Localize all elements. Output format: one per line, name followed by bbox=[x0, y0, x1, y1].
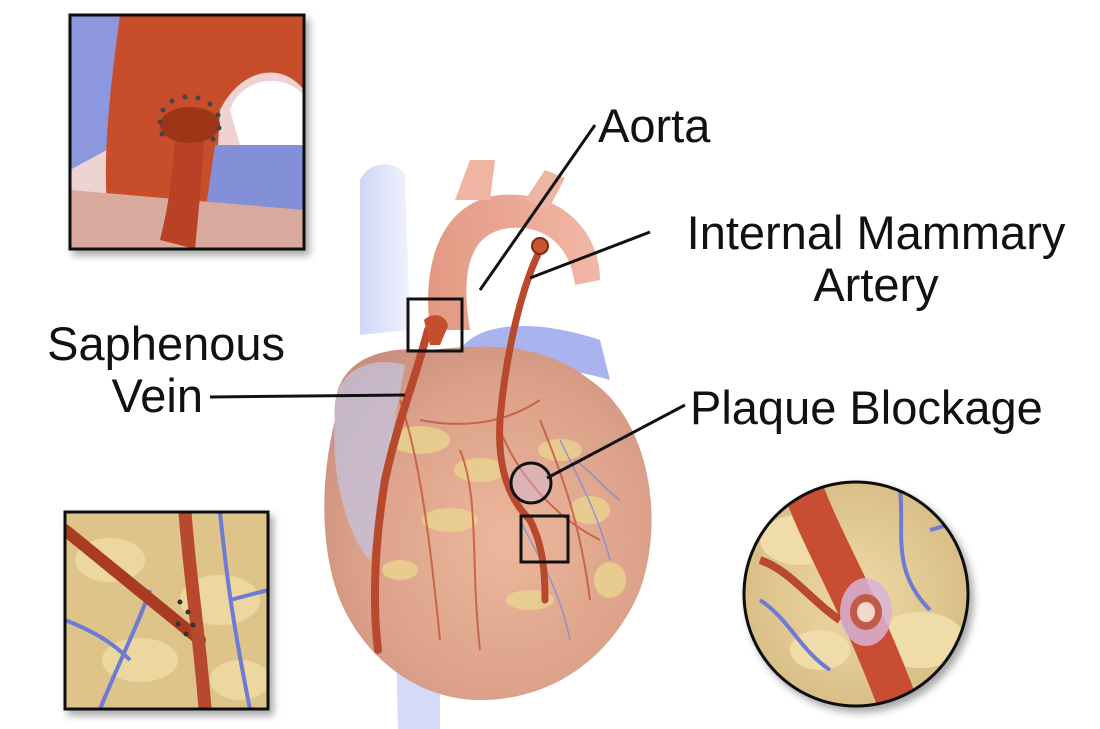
aorta-label: Aorta bbox=[598, 100, 710, 152]
saphenous-label-line1: Saphenous bbox=[0, 318, 285, 370]
plaque-blockage-label: Plaque Blockage bbox=[690, 382, 1043, 434]
inset-graft-anastomosis-aorta bbox=[70, 15, 304, 249]
internal-mammary-label-line2: Artery bbox=[656, 259, 1096, 311]
saphenous-label-line2: Vein bbox=[0, 370, 285, 422]
inset-bypass-graft-coronary bbox=[65, 512, 270, 709]
internal-mammary-label-line1: Internal Mammary bbox=[656, 207, 1096, 259]
saphenous-vein-label: Saphenous Vein bbox=[0, 318, 285, 422]
heart-main bbox=[324, 160, 651, 729]
inset-plaque-blockage bbox=[744, 480, 968, 710]
internal-mammary-artery-label: Internal Mammary Artery bbox=[656, 207, 1096, 311]
